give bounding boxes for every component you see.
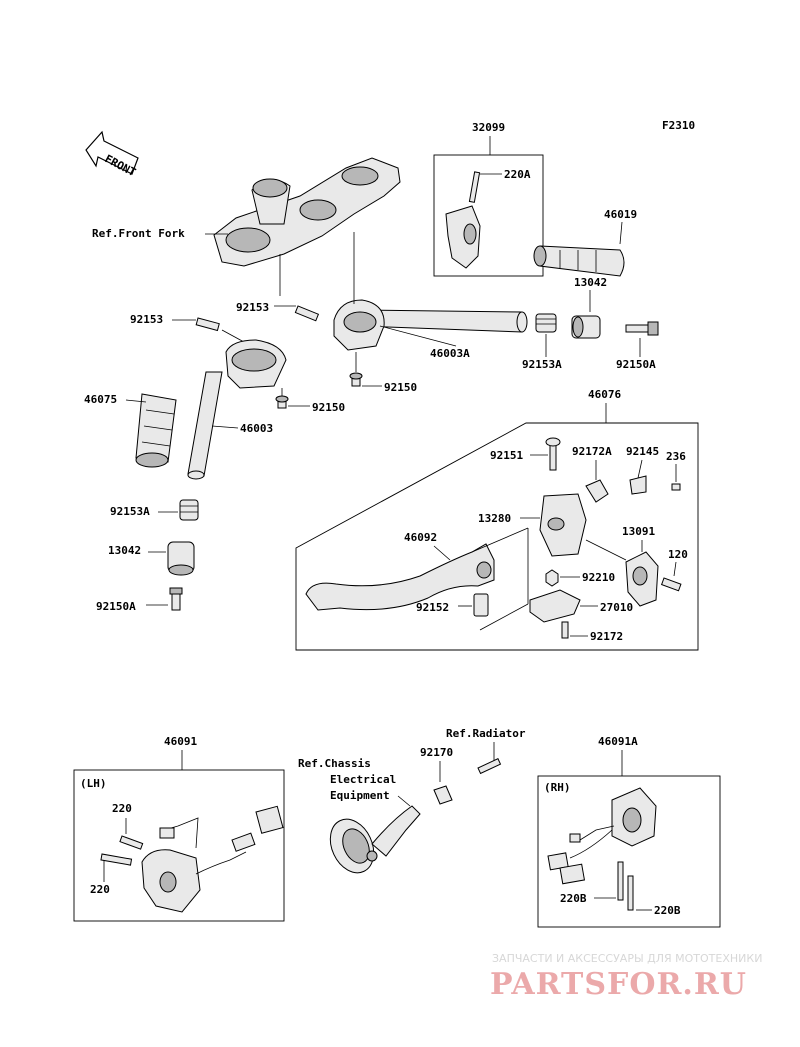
bolt-92150-center	[349, 372, 363, 387]
part-46091A-box	[537, 775, 721, 928]
part-46091A-label: 46091A	[598, 735, 638, 748]
part-46092-label: 46092	[404, 531, 437, 544]
plug-92153A-right	[535, 313, 557, 333]
part-46019-label: 46019	[604, 208, 637, 221]
part-92150A-left-label: 92150A	[96, 600, 136, 613]
part-46091-box	[73, 769, 285, 922]
part-13042-left-label: 13042	[108, 544, 141, 557]
part-92210-label: 92210	[582, 571, 615, 584]
lh-label: (LH)	[80, 777, 107, 790]
part-32099-box	[433, 154, 544, 277]
watermark-logo: PARTSFOR.RU	[490, 967, 747, 1002]
clutch-lever-part	[305, 543, 495, 611]
part-13280-label: 13280	[478, 512, 511, 525]
left-grip-part	[135, 393, 177, 468]
part-92172A-label: 92172A	[572, 445, 612, 458]
part-32099-label: 32099	[472, 121, 505, 134]
right-handlebar-part	[333, 299, 528, 351]
part-13091-label: 13091	[622, 525, 655, 538]
part-27010-label: 27010	[600, 601, 633, 614]
part-92150-center-label: 92150	[384, 381, 417, 394]
plug-92153A-left	[179, 499, 199, 521]
part-46076-box	[295, 422, 699, 651]
part-220A-label: 220A	[504, 168, 531, 181]
upper-triple-clamp	[213, 157, 401, 267]
part-46003A-label: 46003A	[430, 347, 470, 360]
part-92150-left-label: 92150	[312, 401, 345, 414]
bolt-92153-left	[195, 317, 220, 332]
clutch-lever-holder	[539, 437, 609, 557]
horn-part	[329, 805, 421, 874]
part-220-a-label: 220	[112, 802, 132, 815]
part-46075-label: 46075	[84, 393, 117, 406]
ref-chassis-line2: Electrical	[330, 773, 396, 786]
left-switch-assembly	[141, 805, 284, 913]
part-92151-label: 92151	[490, 449, 523, 462]
screw-220-b	[100, 853, 133, 866]
nut-92210	[545, 569, 559, 587]
part-92153-left-label: 92153	[130, 313, 163, 326]
collar-92152	[473, 593, 489, 617]
part-92153A-left-label: 92153A	[110, 505, 150, 518]
part-120-label: 120	[668, 548, 688, 561]
right-grip-part	[533, 245, 625, 277]
bolt-92150A-right	[625, 321, 659, 336]
figure-code: F2310	[662, 119, 695, 132]
screw-220B-b	[627, 875, 634, 911]
clutch-switch-27010	[529, 589, 581, 623]
ref-chassis-line3: Equipment	[330, 789, 390, 802]
screw-220-a	[119, 835, 144, 850]
ref-front-fork-label: Ref.Front Fork	[92, 227, 185, 240]
part-236-label: 236	[666, 450, 686, 463]
bolt-120	[660, 577, 682, 592]
part-92150A-right-label: 92150A	[616, 358, 656, 371]
front-arrow-icon: FRONT	[85, 130, 139, 179]
part-92152-label: 92152	[416, 601, 449, 614]
part-92172-label: 92172	[590, 630, 623, 643]
ref-chassis-line1: Ref.Chassis	[298, 757, 371, 770]
part-92153A-right-label: 92153A	[522, 358, 562, 371]
bar-end-collar-part	[571, 315, 601, 339]
part-46091-label: 46091	[164, 735, 197, 748]
bolt-92153-top	[294, 305, 320, 322]
screw-92172	[561, 621, 569, 639]
clip-92170	[433, 785, 453, 805]
right-switch-assembly	[547, 787, 657, 885]
screw-220B-a	[617, 861, 624, 901]
watermark-tagline: ЗАПЧАСТИ И АКСЕССУАРЫ ДЛЯ МОТОТЕХНИКИ	[492, 952, 762, 965]
bolt-92150A-left	[169, 587, 183, 611]
ref-radiator-label: Ref.Radiator	[446, 727, 526, 740]
bar-end-weight-part	[445, 171, 481, 269]
part-46003-label: 46003	[240, 422, 273, 435]
bar-end-collar-left	[167, 541, 195, 576]
rh-label: (RH)	[544, 781, 571, 794]
part-46076-label: 46076	[588, 388, 621, 401]
part-220-b-label: 220	[90, 883, 110, 896]
switch-plate-part	[629, 475, 647, 495]
bolt-92150-left	[275, 395, 289, 409]
part-92153-top-label: 92153	[236, 301, 269, 314]
part-220B-a-label: 220B	[560, 892, 587, 905]
clamp-13091-part	[625, 551, 659, 607]
left-handlebar-part	[187, 339, 287, 480]
part-220B-b-label: 220B	[654, 904, 681, 917]
part-92145-label: 92145	[626, 445, 659, 458]
part-13042-top-label: 13042	[574, 276, 607, 289]
bolt-radiator	[477, 758, 502, 775]
part-92170-label: 92170	[420, 746, 453, 759]
screw-236	[671, 483, 681, 491]
